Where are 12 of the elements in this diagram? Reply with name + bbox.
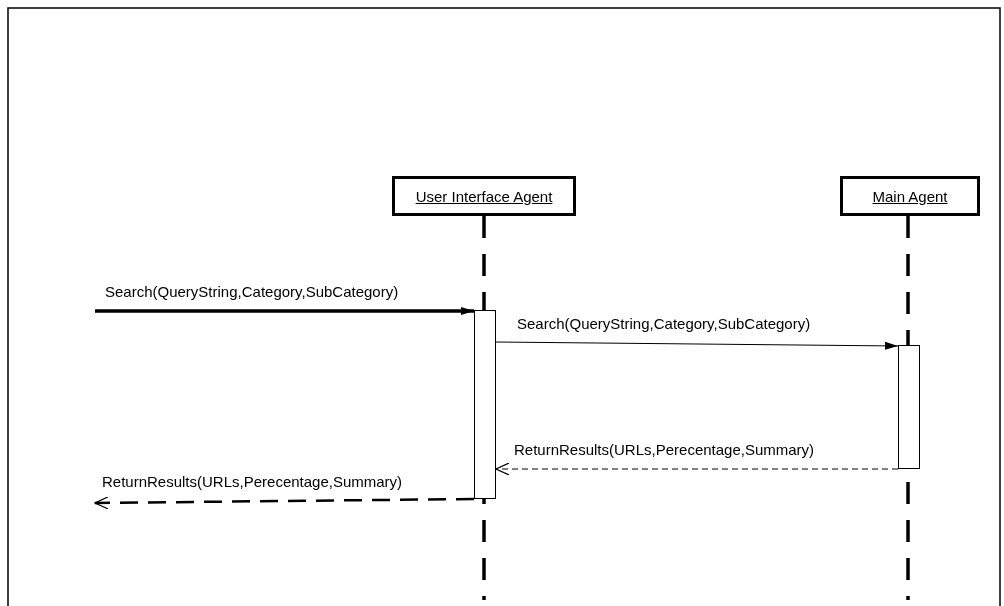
lifeline-head-box: User Interface Agent bbox=[392, 176, 576, 216]
message-arrow bbox=[495, 462, 899, 476]
activation-bar bbox=[898, 345, 920, 469]
edge-label: ReturnResults(URLs,Perecentage,Summary) bbox=[514, 441, 815, 459]
edge-label: Search(QueryString,Category,SubCategory) bbox=[105, 283, 399, 301]
message-arrow bbox=[495, 341, 899, 350]
message-arrow bbox=[94, 496, 474, 510]
message-arrow bbox=[95, 307, 474, 315]
activation-bar bbox=[474, 310, 496, 499]
edge-label: Search(QueryString,Category,SubCategory) bbox=[517, 315, 811, 333]
edge-label: ReturnResults(URLs,Perecentage,Summary) bbox=[102, 473, 403, 491]
lifeline-head-box: Main Agent bbox=[840, 176, 980, 216]
